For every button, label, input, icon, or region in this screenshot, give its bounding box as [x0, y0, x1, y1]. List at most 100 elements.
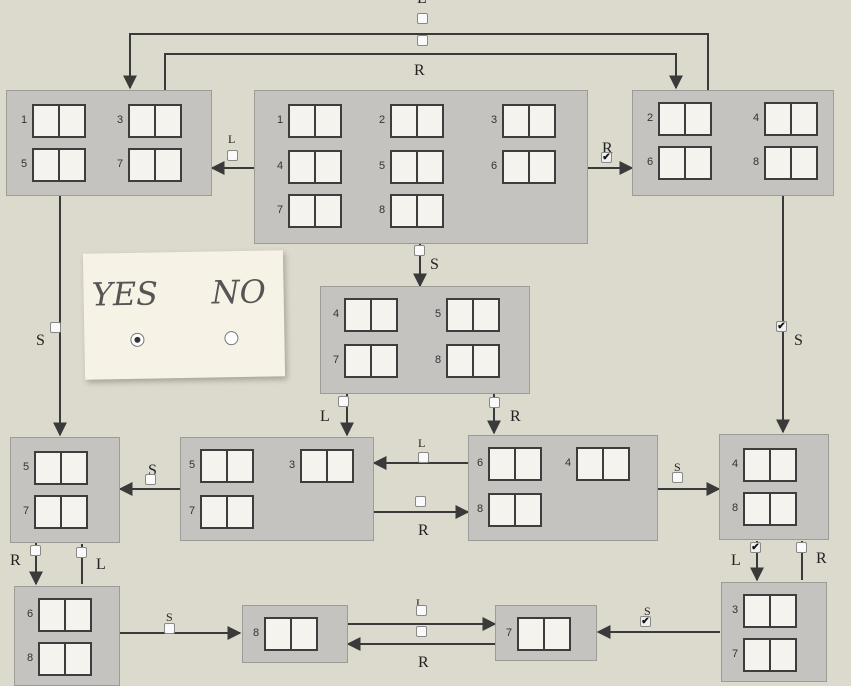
state-cell-number: 3	[288, 459, 296, 471]
vacuum-world-cell-icon	[288, 194, 342, 228]
vacuum-world-cell-icon	[446, 298, 500, 332]
yes-radio[interactable]	[130, 332, 145, 347]
label-center-left-L: L	[228, 132, 236, 146]
label-mid-R: R	[510, 408, 521, 425]
state-cell-number: 5	[22, 461, 30, 473]
state-cell: 5	[376, 150, 446, 184]
radio-selected-dot	[134, 336, 141, 343]
no-option-label: NO	[211, 272, 267, 312]
label-row3-right-S: S	[674, 460, 681, 474]
label-bottom-R: R	[418, 654, 429, 671]
state-cell: 1	[274, 104, 344, 138]
vacuum-world-cell-icon	[128, 148, 182, 182]
checkbox-row3-left-S[interactable]	[145, 474, 156, 485]
state-cell-number: 2	[646, 112, 654, 124]
vacuum-world-cell-icon	[658, 102, 712, 136]
label-right-R: R	[816, 550, 827, 567]
state-cell: 8	[729, 492, 799, 526]
state-cell-number: 7	[332, 354, 340, 366]
checkbox-center-S[interactable]	[414, 245, 425, 256]
state-cell-number: 4	[564, 457, 572, 469]
state-cell: 6	[644, 146, 714, 180]
state-cell-number: 7	[276, 204, 284, 216]
checkbox-bottom-R[interactable]	[416, 626, 427, 637]
checkbox-right-S[interactable]: ✔	[776, 321, 787, 332]
state-cell: 3	[286, 449, 356, 483]
checkbox-left-S[interactable]	[50, 322, 61, 333]
state-cell: 8	[474, 493, 544, 527]
vacuum-world-cell-icon	[502, 104, 556, 138]
state-cell: 5	[18, 148, 88, 182]
checkbox-top-R[interactable]	[417, 35, 428, 46]
state-cell: 1	[18, 104, 88, 138]
state-cell-number: 6	[26, 608, 34, 620]
checkbox-right-R[interactable]	[796, 542, 807, 553]
state-cell: 8	[750, 146, 820, 180]
state-cell-number: 7	[505, 627, 513, 639]
vacuum-world-cell-icon	[502, 150, 556, 184]
state-cell: 7	[503, 617, 573, 651]
label-row3-L: L	[418, 436, 426, 450]
vacuum-world-cell-icon	[200, 495, 254, 529]
checkbox-row3-R[interactable]	[415, 496, 426, 507]
checkbox-mid-R[interactable]	[489, 397, 500, 408]
checkbox-left-L[interactable]	[76, 547, 87, 558]
state-cell-number: 7	[188, 505, 196, 517]
checkbox-row3-L[interactable]	[418, 452, 429, 463]
state-cell-number: 6	[476, 457, 484, 469]
state-cell: 7	[20, 495, 90, 529]
state-cell-number: 8	[378, 204, 386, 216]
state-cell-number: 3	[116, 114, 124, 126]
state-cell-number: 3	[731, 604, 739, 616]
checkbox-top-L[interactable]	[417, 13, 428, 24]
label-left-S: S	[36, 332, 45, 349]
state-cell: 6	[474, 447, 544, 481]
checkbox-right-L[interactable]: ✔	[750, 542, 761, 553]
checkbox-row3-right-S[interactable]	[672, 472, 683, 483]
vacuum-world-cell-icon	[390, 104, 444, 138]
state-cell: 7	[330, 344, 400, 378]
checkbox-bottom-right-S[interactable]: ✔	[640, 616, 651, 627]
label-center-right-R: R	[602, 140, 613, 157]
vacuum-world-cell-icon	[488, 493, 542, 527]
checkbox-center-to-left-L[interactable]	[227, 150, 238, 161]
state-cell-number: 8	[434, 354, 442, 366]
vacuum-world-cell-icon	[658, 146, 712, 180]
state-cell-number: 2	[378, 114, 386, 126]
state-cell: 7	[274, 194, 344, 228]
vacuum-world-cell-icon	[34, 451, 88, 485]
no-radio[interactable]	[224, 331, 239, 346]
state-cell: 8	[24, 642, 94, 676]
vacuum-world-cell-icon	[34, 495, 88, 529]
label-center-S: S	[430, 256, 439, 273]
state-cell: 8	[432, 344, 502, 378]
vacuum-world-cell-icon	[32, 104, 86, 138]
checkbox-bottom-left-S[interactable]	[164, 623, 175, 634]
vacuum-world-cell-icon	[32, 148, 86, 182]
state-cell-number: 6	[490, 160, 498, 172]
checkbox-center-to-right-R[interactable]: ✔	[601, 152, 612, 163]
checkbox-mid-L[interactable]	[338, 396, 349, 407]
state-bottom-center-right	[495, 605, 597, 661]
state-cell: 6	[24, 598, 94, 632]
state-cell: 4	[750, 102, 820, 136]
checkbox-bottom-L[interactable]	[416, 605, 427, 616]
label-top-L: L	[417, 0, 427, 8]
label-left-L: L	[96, 556, 106, 573]
vacuum-world-cell-icon	[344, 298, 398, 332]
state-cell-number: 4	[276, 160, 284, 172]
state-cell-number: 8	[752, 156, 760, 168]
label-top-R: R	[414, 62, 425, 79]
state-cell: 3	[114, 104, 184, 138]
vacuum-world-cell-icon	[390, 194, 444, 228]
label-bottom-L: L	[416, 596, 424, 610]
state-cell: 3	[729, 594, 799, 628]
label-row3-left-S: S	[148, 462, 157, 479]
vacuum-world-cell-icon	[743, 492, 797, 526]
vacuum-world-cell-icon	[743, 448, 797, 482]
state-cell-number: 1	[276, 114, 284, 126]
vacuum-world-cell-icon	[488, 447, 542, 481]
checkbox-left-R[interactable]	[30, 545, 41, 556]
